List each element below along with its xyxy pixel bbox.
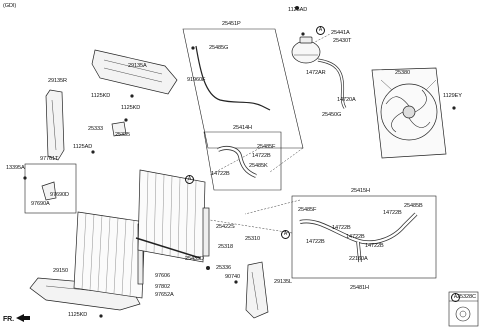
air-guard-29135R (45, 89, 65, 161)
part-label[interactable]: 1125AD (73, 144, 93, 150)
hose-box-25415H (291, 195, 437, 279)
part-label[interactable]: 25485G (209, 45, 229, 51)
bolt-1125KD-c (99, 314, 103, 318)
part-label[interactable]: 25318 (218, 244, 234, 250)
part-label[interactable]: 29135A (128, 63, 147, 69)
part-label[interactable]: 1125KD (91, 93, 111, 99)
part-label[interactable]: 25485F (257, 144, 276, 150)
bolt-1125AD-mid (91, 150, 95, 154)
part-label[interactable]: 25380 (395, 70, 411, 76)
part-label[interactable]: 1129EY (443, 93, 462, 99)
bracket-box-97761T (24, 163, 77, 214)
fr-direction-arrow (16, 314, 30, 322)
part-box-25328C (448, 291, 479, 327)
part-label[interactable]: 25422S (216, 224, 235, 230)
part-label[interactable]: 22160A (349, 256, 368, 262)
engine-type-label: (GDI) (3, 3, 17, 9)
part-label[interactable]: 97690A (31, 201, 50, 207)
part-label[interactable]: 97761T (40, 156, 59, 162)
part-label[interactable]: 14722B (252, 153, 271, 159)
part-label[interactable]: 25450G (322, 112, 342, 118)
part-label[interactable]: 25451P (222, 21, 241, 27)
air-guard-29135A (91, 49, 178, 95)
part-label[interactable]: 25441A (331, 30, 350, 36)
marker-a-3[interactable]: A (451, 293, 460, 302)
cap-25336 (206, 266, 210, 270)
part-label[interactable]: 1125AD (288, 7, 308, 13)
part-label[interactable]: 97802 (155, 284, 171, 290)
part-label[interactable]: 25328C (457, 294, 476, 300)
bolt-13395A (23, 176, 27, 180)
bracket-25333 (111, 121, 127, 137)
clip-25441A (301, 32, 305, 36)
part-label[interactable]: 97652A (155, 292, 174, 298)
part-label[interactable]: 25415H (351, 188, 370, 194)
condenser-97606 (73, 211, 146, 299)
marker-a-2[interactable]: A (281, 230, 290, 239)
part-label[interactable]: 29135R (48, 78, 67, 84)
part-label[interactable]: 14722B (211, 171, 230, 177)
part-label[interactable]: 25485F (298, 207, 317, 213)
part-label[interactable]: 25485K (249, 163, 268, 169)
part-label[interactable]: 14722B (332, 225, 351, 231)
part-label[interactable]: 25433D (185, 256, 204, 262)
part-label[interactable]: 1472AR (306, 70, 326, 76)
part-label[interactable]: 25333 (88, 126, 104, 132)
part-label[interactable]: 14722B (306, 239, 325, 245)
part-label[interactable]: 14722B (346, 234, 365, 240)
part-label[interactable]: 91960F (187, 77, 206, 83)
marker-a-1[interactable]: A (185, 175, 194, 184)
part-label[interactable]: 25335 (115, 132, 131, 138)
part-label[interactable]: 13395A (6, 165, 25, 171)
bolt-1129EY (452, 106, 456, 110)
bolt-1125KD-a (130, 94, 134, 98)
part-label[interactable]: 1125KD (121, 105, 141, 111)
part-label[interactable]: 25336 (216, 265, 232, 271)
part-label[interactable]: 29150 (53, 268, 69, 274)
part-label[interactable]: 25310 (245, 236, 261, 242)
part-label[interactable]: 90740 (225, 274, 241, 280)
air-guard-29135L (245, 261, 269, 319)
part-label[interactable]: 25481H (350, 285, 369, 291)
part-label[interactable]: 14722B (383, 210, 402, 216)
part-label[interactable]: 14722B (365, 243, 384, 249)
coolant-reservoir (291, 36, 321, 64)
radiator-25310 (137, 169, 210, 263)
bracket-97690D (41, 181, 57, 201)
radiator-bar-25433D (135, 237, 201, 259)
front-direction-label: FR. (3, 316, 14, 323)
clip-90740 (234, 280, 238, 284)
fan-shroud-25380 (371, 67, 447, 159)
part-label[interactable]: 14720A (337, 97, 356, 103)
marker-a-4[interactable]: A (316, 26, 325, 35)
part-label[interactable]: 1125KD (68, 312, 88, 318)
part-label[interactable]: 25485B (404, 203, 423, 209)
clip-25485G (191, 46, 195, 50)
bolt-1125AD-top (295, 6, 299, 10)
part-label[interactable]: 97606 (155, 273, 171, 279)
part-label[interactable]: 25414H (233, 125, 252, 131)
reservoir-hose (195, 45, 271, 111)
part-label[interactable]: 25430T (333, 38, 352, 44)
part-label[interactable]: 29135L (274, 279, 293, 285)
bolt-1125KD-b (124, 118, 128, 122)
hose-box-25414H (203, 131, 282, 191)
part-label[interactable]: 97690D (50, 192, 69, 198)
